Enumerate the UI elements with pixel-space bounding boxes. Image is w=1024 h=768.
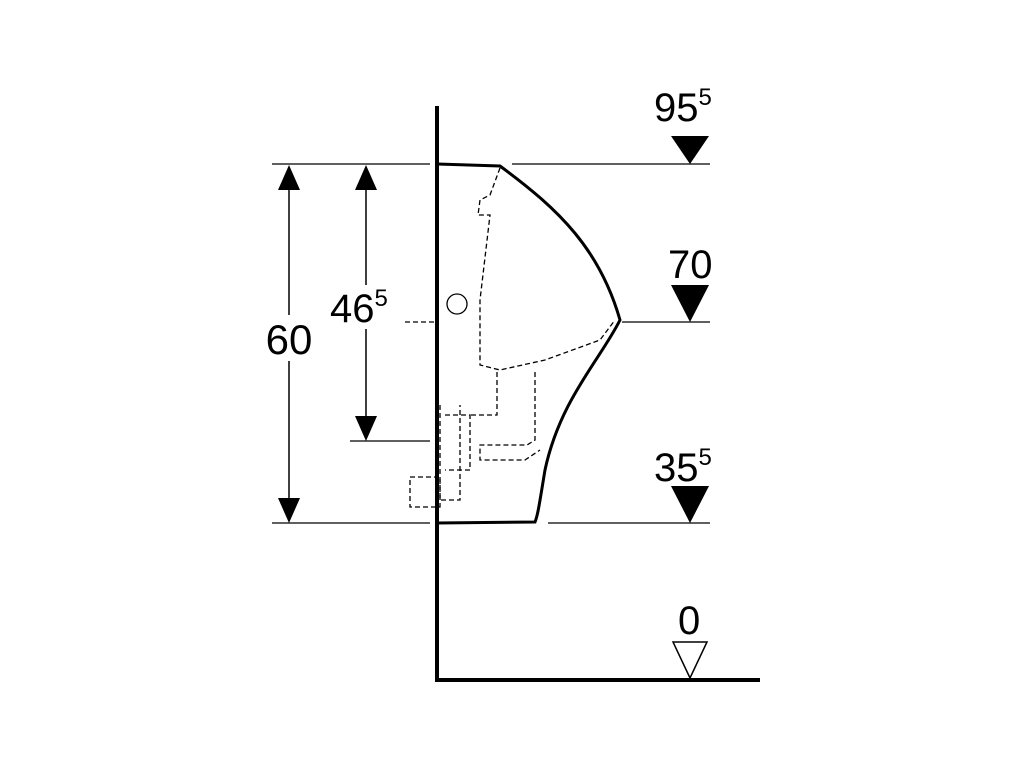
outlet-height-label: 465 (330, 285, 388, 331)
arrow-up-overall (278, 165, 300, 190)
level-marker-filled-icon (671, 285, 709, 322)
level-marker-filled-icon (671, 136, 709, 164)
level-marker-filled-icon (671, 486, 709, 523)
spud-inlet-circle (446, 293, 468, 315)
level-marker-outline-icon (671, 641, 709, 680)
arrow-up-outlet (355, 165, 377, 190)
overall-height-label: 60 (266, 316, 313, 363)
arrow-down-outlet (355, 416, 377, 441)
level-label: 355 (654, 444, 712, 490)
urinal-outline (436, 162, 622, 525)
level-label: 70 (668, 243, 713, 287)
arrow-down-overall (278, 498, 300, 523)
level-label: 955 (654, 84, 712, 130)
level-label: 0 (678, 599, 700, 643)
hidden-piping (405, 167, 616, 508)
